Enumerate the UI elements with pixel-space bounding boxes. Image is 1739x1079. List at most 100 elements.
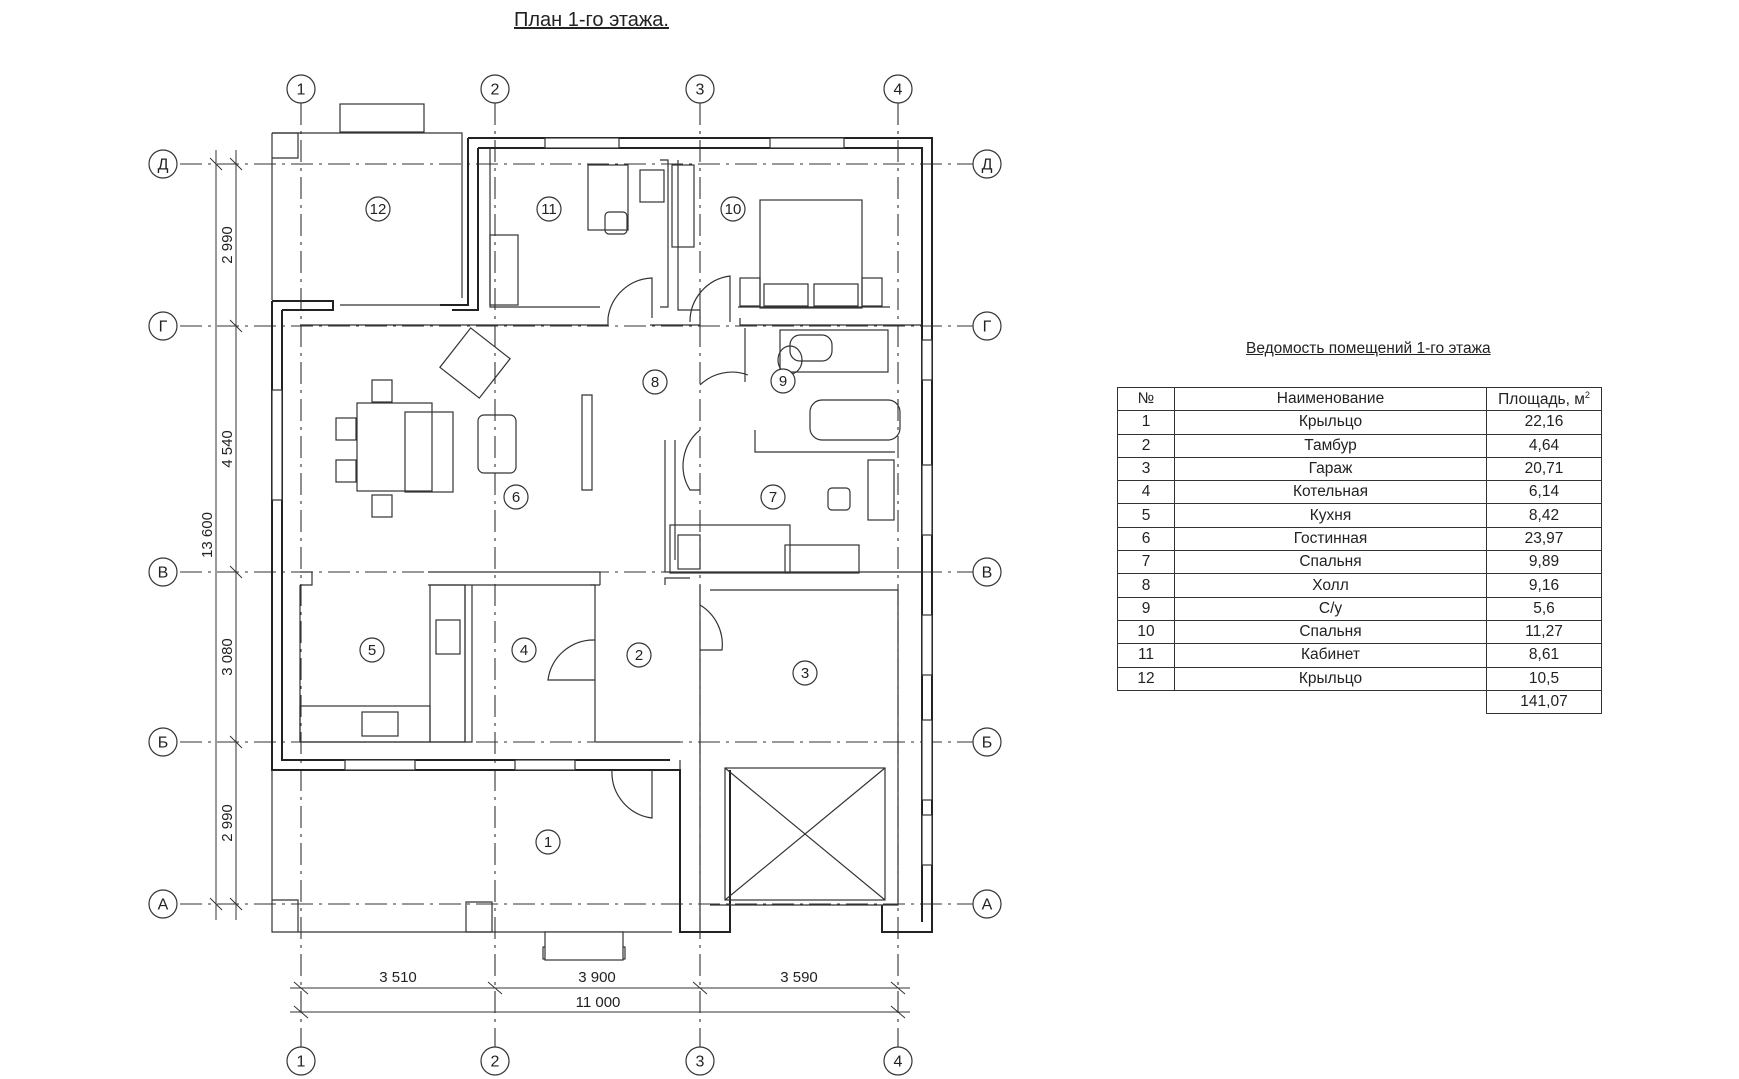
- cell-name: Кабинет: [1174, 643, 1487, 668]
- cell-name: Котельная: [1174, 480, 1487, 505]
- axis-marker-left-2-circle: [148, 311, 178, 341]
- cell-num: 12: [1117, 666, 1175, 691]
- axis-marker-top-1-circle: [286, 74, 316, 104]
- axis-marker-bottom-1-circle: [286, 1046, 316, 1076]
- room-marker-5-circle: [359, 637, 385, 663]
- axis-marker-right-5: А: [982, 897, 993, 914]
- cell-num: 6: [1117, 526, 1175, 552]
- axis-marker-left-4-circle: [148, 727, 178, 757]
- cell-area: 5,6: [1486, 596, 1602, 621]
- axis-marker-top-1: 1: [297, 82, 306, 99]
- cell-area: 4,64: [1486, 433, 1602, 458]
- cell-num: 7: [1117, 550, 1175, 575]
- cell-area: 9,89: [1486, 550, 1602, 575]
- dim-left-total: 13 600: [199, 512, 216, 558]
- room-marker-2: 2: [635, 647, 643, 664]
- header-area: Площадь, м2: [1486, 386, 1602, 412]
- room-marker-10: 10: [725, 201, 742, 218]
- room-marker-11: 11: [541, 201, 557, 218]
- cell-name: Тамбур: [1174, 433, 1487, 458]
- room-marker-11-circle: [536, 196, 562, 222]
- header-area-text: Площадь, м: [1498, 390, 1585, 408]
- cell-area: 22,16: [1486, 410, 1602, 435]
- room-marker-9-circle: [770, 368, 796, 394]
- axis-marker-top-4-circle: [883, 74, 913, 104]
- header-area-sup: 2: [1584, 389, 1590, 400]
- axis-marker-bottom-4: 4: [894, 1054, 903, 1071]
- axis-marker-right-2: Г: [983, 319, 992, 336]
- total-area: 141,07: [1486, 689, 1602, 715]
- room-marker-4: 4: [520, 642, 528, 659]
- total-spacer: [1175, 690, 1487, 713]
- dim-bottom-2: 3 900: [578, 969, 616, 986]
- axis-marker-left-1: Д: [158, 157, 169, 174]
- axis-marker-right-4-circle: [972, 727, 1002, 757]
- axis-marker-left-4: Б: [158, 735, 169, 752]
- axis-marker-right-3-circle: [972, 557, 1002, 587]
- axis-marker-bottom-2-circle: [480, 1046, 510, 1076]
- cell-name: Крыльцо: [1174, 410, 1487, 435]
- plan-title: План 1-го этажа.: [514, 9, 669, 31]
- cell-num: 9: [1117, 596, 1175, 621]
- room-marker-3: 3: [801, 665, 809, 682]
- cell-name: Кухня: [1174, 503, 1487, 528]
- axis-marker-left-5: А: [158, 897, 169, 914]
- cell-area: 9,16: [1486, 573, 1602, 598]
- axis-marker-top-4: 4: [894, 82, 903, 99]
- axis-marker-bottom-4-circle: [883, 1046, 913, 1076]
- axis-marker-left-1-circle: [148, 149, 178, 179]
- axis-marker-top-3: 3: [696, 82, 705, 99]
- cell-num: 8: [1117, 573, 1175, 598]
- axis-marker-top-2: 2: [491, 82, 500, 99]
- dimension-lines: [209, 150, 910, 1019]
- cell-num: 4: [1117, 480, 1175, 505]
- room-marker-2-circle: [626, 642, 652, 668]
- doors: [547, 275, 749, 819]
- cell-num: 10: [1117, 619, 1175, 645]
- dim-bottom-total: 11 000: [576, 994, 621, 1011]
- axis-marker-right-4: Б: [982, 735, 993, 752]
- dim-left-3: 3 080: [219, 638, 236, 676]
- room-marker-1-circle: [535, 829, 561, 855]
- cell-num: 11: [1117, 643, 1175, 668]
- room-marker-6-circle: [503, 484, 529, 510]
- axis-marker-right-3: В: [982, 565, 993, 582]
- room-marker-10-circle: [720, 196, 746, 222]
- cell-area: 11,27: [1486, 619, 1602, 645]
- room-marker-12-circle: [365, 196, 391, 222]
- header-num: №: [1117, 386, 1175, 412]
- cell-area: 6,14: [1486, 480, 1602, 505]
- room-marker-7-circle: [760, 484, 786, 510]
- cell-num: 2: [1117, 433, 1175, 458]
- room-marker-4-circle: [511, 637, 537, 663]
- axis-marker-left-3-circle: [148, 557, 178, 587]
- axis-marker-right-1-circle: [972, 149, 1002, 179]
- cell-name: Гараж: [1174, 456, 1487, 482]
- room-marker-3-circle: [792, 660, 818, 686]
- axis-marker-right-2-circle: [972, 311, 1002, 341]
- cell-name: Гостинная: [1174, 526, 1487, 552]
- axis-marker-bottom-1: 1: [297, 1054, 306, 1071]
- cell-area: 8,61: [1486, 643, 1602, 668]
- dim-left-2: 4 540: [219, 430, 236, 468]
- axis-marker-right-1: Д: [982, 157, 993, 174]
- schedule-title: Ведомость помещений 1-го этажа: [1246, 340, 1491, 357]
- room-marker-8-circle: [642, 369, 668, 395]
- axis-marker-left-5-circle: [148, 889, 178, 919]
- cell-area: 23,97: [1486, 526, 1602, 552]
- dim-left-1: 2 990: [219, 226, 236, 264]
- cell-name: Холл: [1174, 573, 1487, 598]
- cell-name: Крыльцо: [1174, 666, 1487, 691]
- header-name: Наименование: [1174, 386, 1487, 412]
